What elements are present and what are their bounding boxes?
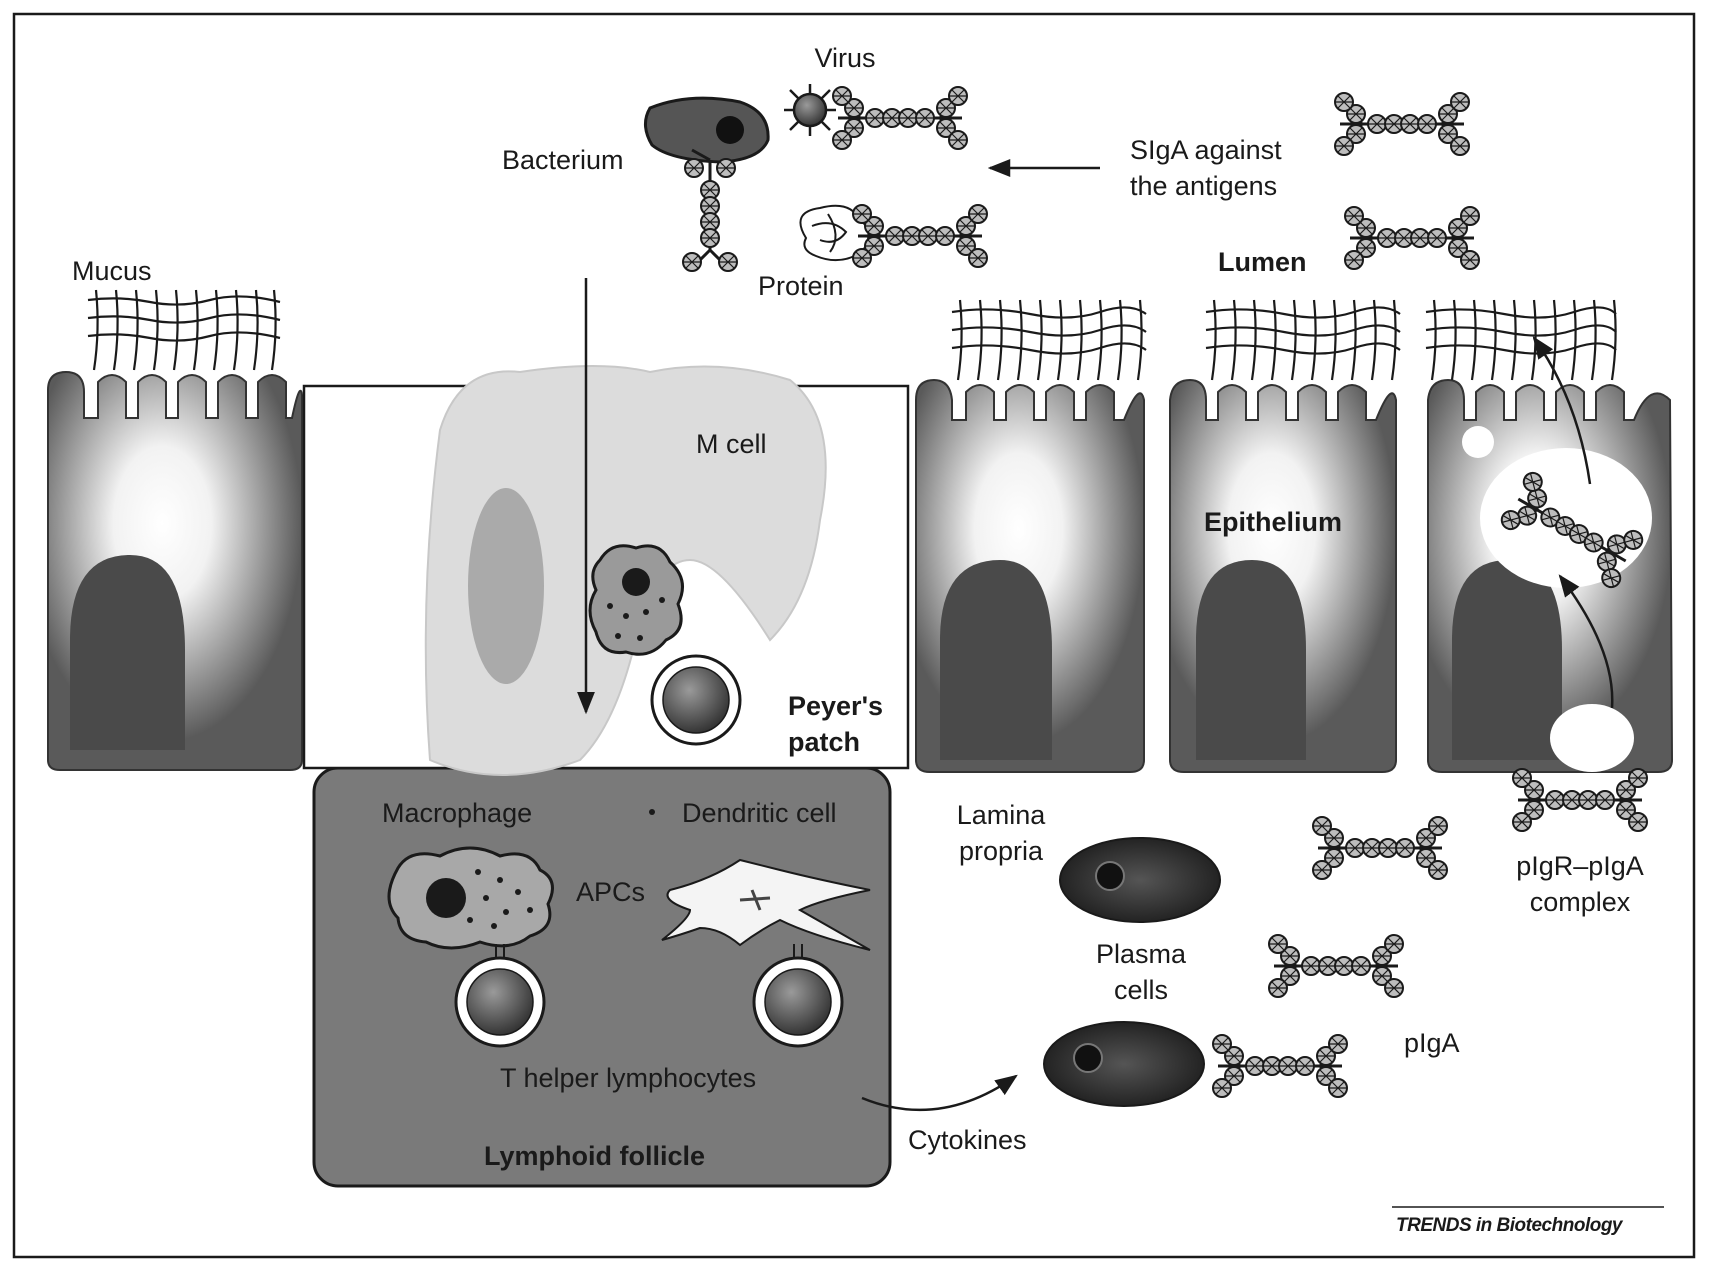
t-helper-cell-2 xyxy=(754,958,842,1046)
t-helper-cell-1 xyxy=(456,958,544,1046)
plasma-cell-1 xyxy=(1060,838,1220,922)
mucus-mesh-2 xyxy=(1206,300,1400,380)
siga-free-2 xyxy=(1345,207,1479,269)
pocket-lymphocyte xyxy=(652,656,740,744)
label-siga-line2: the antigens xyxy=(1130,168,1277,204)
label-plasma-line1: Plasma xyxy=(1096,936,1186,972)
mucus-mesh-left xyxy=(88,290,280,370)
label-dot xyxy=(649,809,655,815)
piga-2 xyxy=(1269,935,1403,997)
label-peyers-line2: patch xyxy=(788,724,860,760)
label-virus: Virus xyxy=(814,40,875,76)
bacterium xyxy=(645,98,768,162)
label-pigr-line1: pIgR–pIgA xyxy=(1516,848,1644,884)
label-apcs: APCs xyxy=(576,874,645,910)
label-dendritic-cell: Dendritic cell xyxy=(682,795,837,831)
mucus-mesh-3 xyxy=(1426,300,1616,380)
pigr-piga-complex xyxy=(1513,769,1647,831)
label-siga-line1: SIgA against xyxy=(1130,132,1282,168)
label-piga: pIgA xyxy=(1404,1025,1460,1061)
epithelial-cell-2 xyxy=(1170,380,1396,772)
label-m-cell: M cell xyxy=(696,426,767,462)
label-bacterium: Bacterium xyxy=(502,142,624,178)
siga-virus xyxy=(833,87,967,149)
label-peyers-line1: Peyer's xyxy=(788,688,883,724)
siga-vertical xyxy=(683,150,737,271)
pocket-macrophage xyxy=(590,546,683,655)
label-lamina-line2: propria xyxy=(959,833,1043,869)
siga-free-1 xyxy=(1335,93,1469,155)
epithelial-cell-left xyxy=(48,372,302,770)
label-lumen: Lumen xyxy=(1218,244,1307,280)
epithelial-cell-3 xyxy=(1428,380,1672,772)
virus xyxy=(784,84,836,136)
label-lymphoid-follicle: Lymphoid follicle xyxy=(484,1138,705,1174)
label-plasma-line2: cells xyxy=(1114,972,1168,1008)
plasma-cell-2 xyxy=(1044,1022,1204,1106)
label-lamina-line1: Lamina xyxy=(957,797,1046,833)
label-mucus: Mucus xyxy=(72,253,152,289)
piga-3 xyxy=(1213,1035,1347,1097)
label-t-helper: T helper lymphocytes xyxy=(500,1060,756,1096)
piga-1 xyxy=(1313,817,1447,879)
label-epithelium: Epithelium xyxy=(1204,504,1342,540)
mucus-mesh-1 xyxy=(952,300,1146,380)
label-cytokines: Cytokines xyxy=(908,1122,1027,1158)
epithelial-cell-1 xyxy=(916,380,1144,772)
label-pigr-line2: complex xyxy=(1530,884,1631,920)
siga-protein xyxy=(853,205,987,267)
apc-macrophage xyxy=(389,848,553,948)
apical-vesicle xyxy=(1462,426,1494,458)
label-macrophage: Macrophage xyxy=(382,795,532,831)
uptake-vesicle xyxy=(1550,704,1634,772)
label-protein: Protein xyxy=(758,268,844,304)
label-credit: TRENDS in Biotechnology xyxy=(1396,1208,1622,1244)
